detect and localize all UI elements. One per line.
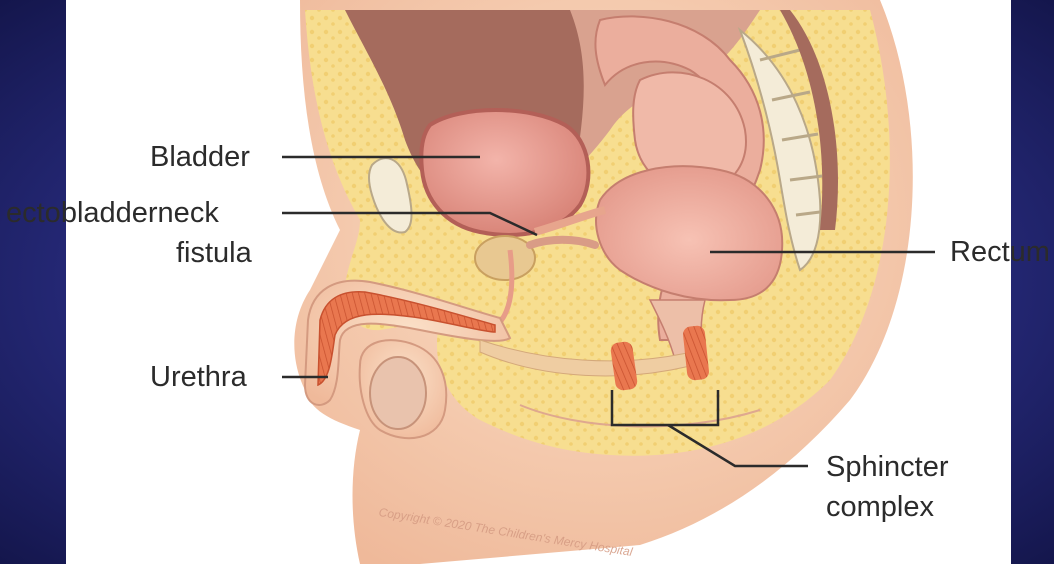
sphincter-label-line2: complex (826, 490, 934, 524)
urethra-label: Urethra (150, 360, 247, 394)
prostate (475, 236, 535, 280)
testis (370, 357, 426, 429)
sphincter-label-line1: Sphincter (826, 450, 949, 484)
fistula-label-line2: fistula (176, 236, 252, 270)
bladder-label: Bladder (150, 140, 250, 174)
fistula-label-line1: ectobladderneck (6, 196, 219, 230)
rectum-label: Rectum (950, 235, 1050, 269)
bladder-organ (421, 110, 588, 235)
